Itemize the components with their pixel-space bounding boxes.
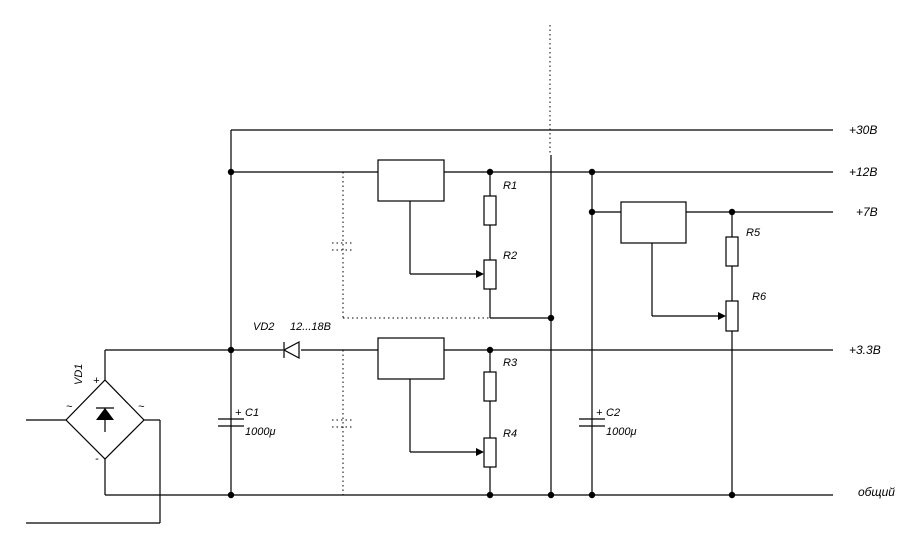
regulator-12v-adjust <box>409 201 484 278</box>
diode-vd2 <box>231 341 300 359</box>
vd1-ac-left: ~ <box>66 401 73 413</box>
c2-plus: + <box>596 407 603 419</box>
resistor-r5 <box>725 236 739 267</box>
capacitor-c1 <box>218 418 244 427</box>
regulator-12v <box>377 159 445 202</box>
regulator-7v <box>620 201 687 244</box>
r2-label: R2 <box>503 250 517 262</box>
vd2-label: VD2 <box>253 321 274 333</box>
r5-label: R5 <box>746 227 761 239</box>
rail-30v <box>230 129 833 172</box>
vd1-ac-right: ~ <box>138 401 145 413</box>
resistor-r3 <box>483 371 497 402</box>
c1-plus: + <box>235 407 242 419</box>
capacitor-c2 <box>579 418 605 427</box>
r4-label: R4 <box>503 428 517 440</box>
vd1-minus: - <box>95 453 99 465</box>
rail-label-30v: +30В <box>849 123 877 137</box>
resistor-r4 <box>483 437 497 468</box>
c1-label: C1 <box>245 407 259 419</box>
rail-label-ground: общий <box>858 485 895 499</box>
rail-label-7v: +7В <box>856 205 878 219</box>
divider-r1-r2-wires <box>489 172 551 319</box>
r1-label: R1 <box>503 180 517 192</box>
vd2-value: 12...18В <box>290 321 331 333</box>
resistor-r6 <box>725 300 739 332</box>
r6-label: R6 <box>752 291 767 303</box>
rail-label-12v: +12В <box>849 165 877 179</box>
dotted-lines <box>332 25 551 495</box>
c2-label: C2 <box>606 407 620 419</box>
vd1-plus: + <box>93 375 100 387</box>
junction-dots <box>227 168 736 499</box>
regulator-3v3-adjust <box>409 379 484 456</box>
r3-label: R3 <box>503 357 518 369</box>
regulator-7v-adjust <box>651 243 726 320</box>
bridge-rectifier-vd1 <box>26 349 231 524</box>
c1-value: 1000μ <box>245 426 276 438</box>
c2-value: 1000μ <box>606 426 637 438</box>
regulator-3v3 <box>377 337 445 380</box>
vd1-label: VD1 <box>73 364 85 385</box>
rail-label-3v3: +3.3В <box>849 343 881 357</box>
resistor-r2 <box>483 259 497 290</box>
resistor-r1 <box>483 195 497 226</box>
